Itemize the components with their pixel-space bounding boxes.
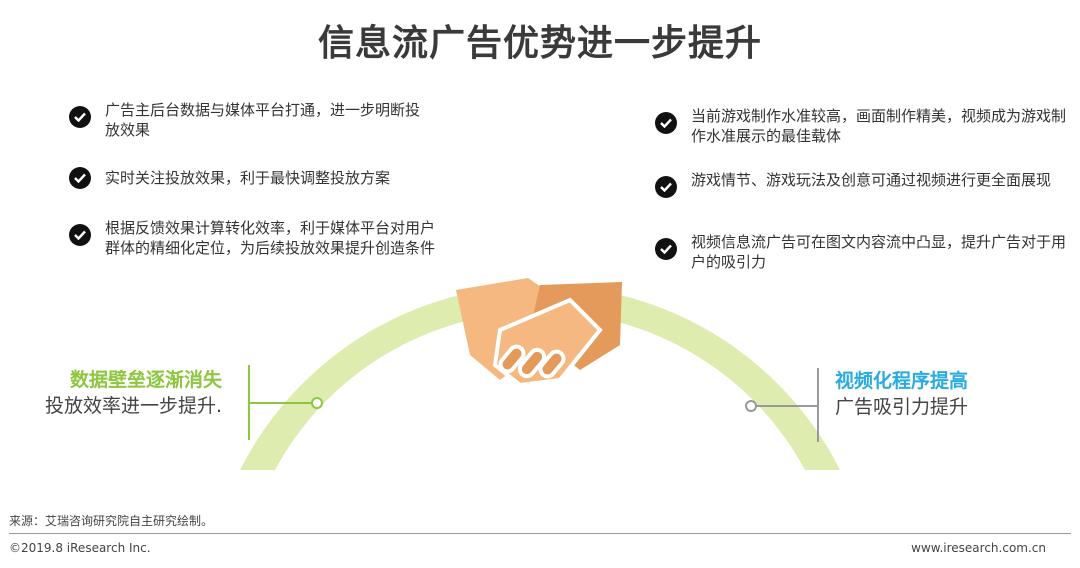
left-label-heading: 数据壁垒逐渐消失: [69, 369, 222, 391]
arc: [240, 285, 840, 470]
check-icon: [69, 106, 91, 128]
check-icon: [655, 112, 677, 134]
check-icon: [655, 238, 677, 260]
left-connector: [248, 365, 323, 440]
check-icon: [655, 176, 677, 198]
right-point: 当前游戏制作水准较高，画面制作精美，视频成为游戏制作水准展示的最佳载体: [655, 106, 1075, 146]
right-connector: [745, 368, 819, 442]
copyright: ©2019.8 iResearch Inc.: [9, 541, 151, 555]
footer-divider: [9, 533, 1071, 534]
right-label: 视频化程序提高 广告吸引力提升: [835, 368, 968, 420]
check-icon: [69, 224, 91, 246]
source-note: 来源：艾瑞咨询研究院自主研究绘制。: [9, 514, 214, 528]
left-point: 广告主后台数据与媒体平台打通，进一步明断投放效果: [69, 100, 429, 140]
left-point: 根据反馈效果计算转化效率，利于媒体平台对用户群体的精细化定位，为后续投放效果提升…: [69, 218, 449, 258]
left-point: 实时关注投放效果，利于最快调整投放方案: [69, 167, 429, 189]
page-title: 信息流广告优势进一步提升: [317, 23, 762, 64]
right-point: 视频信息流广告可在图文内容流中凸显，提升广告对于用户的吸引力: [655, 232, 1075, 272]
check-icon: [69, 167, 91, 189]
right-point: 游戏情节、游戏玩法及创意可通过视频进行更全面展现: [655, 170, 1075, 198]
left-label: 数据壁垒逐渐消失 投放效率进一步提升.: [45, 367, 222, 419]
right-label-sub: 广告吸引力提升: [835, 396, 969, 418]
left-label-sub: 投放效率进一步提升.: [44, 395, 222, 417]
handshake-icon: [456, 278, 622, 388]
website-url: www.iresearch.com.cn: [911, 541, 1046, 555]
right-label-heading: 视频化程序提高: [835, 370, 969, 392]
